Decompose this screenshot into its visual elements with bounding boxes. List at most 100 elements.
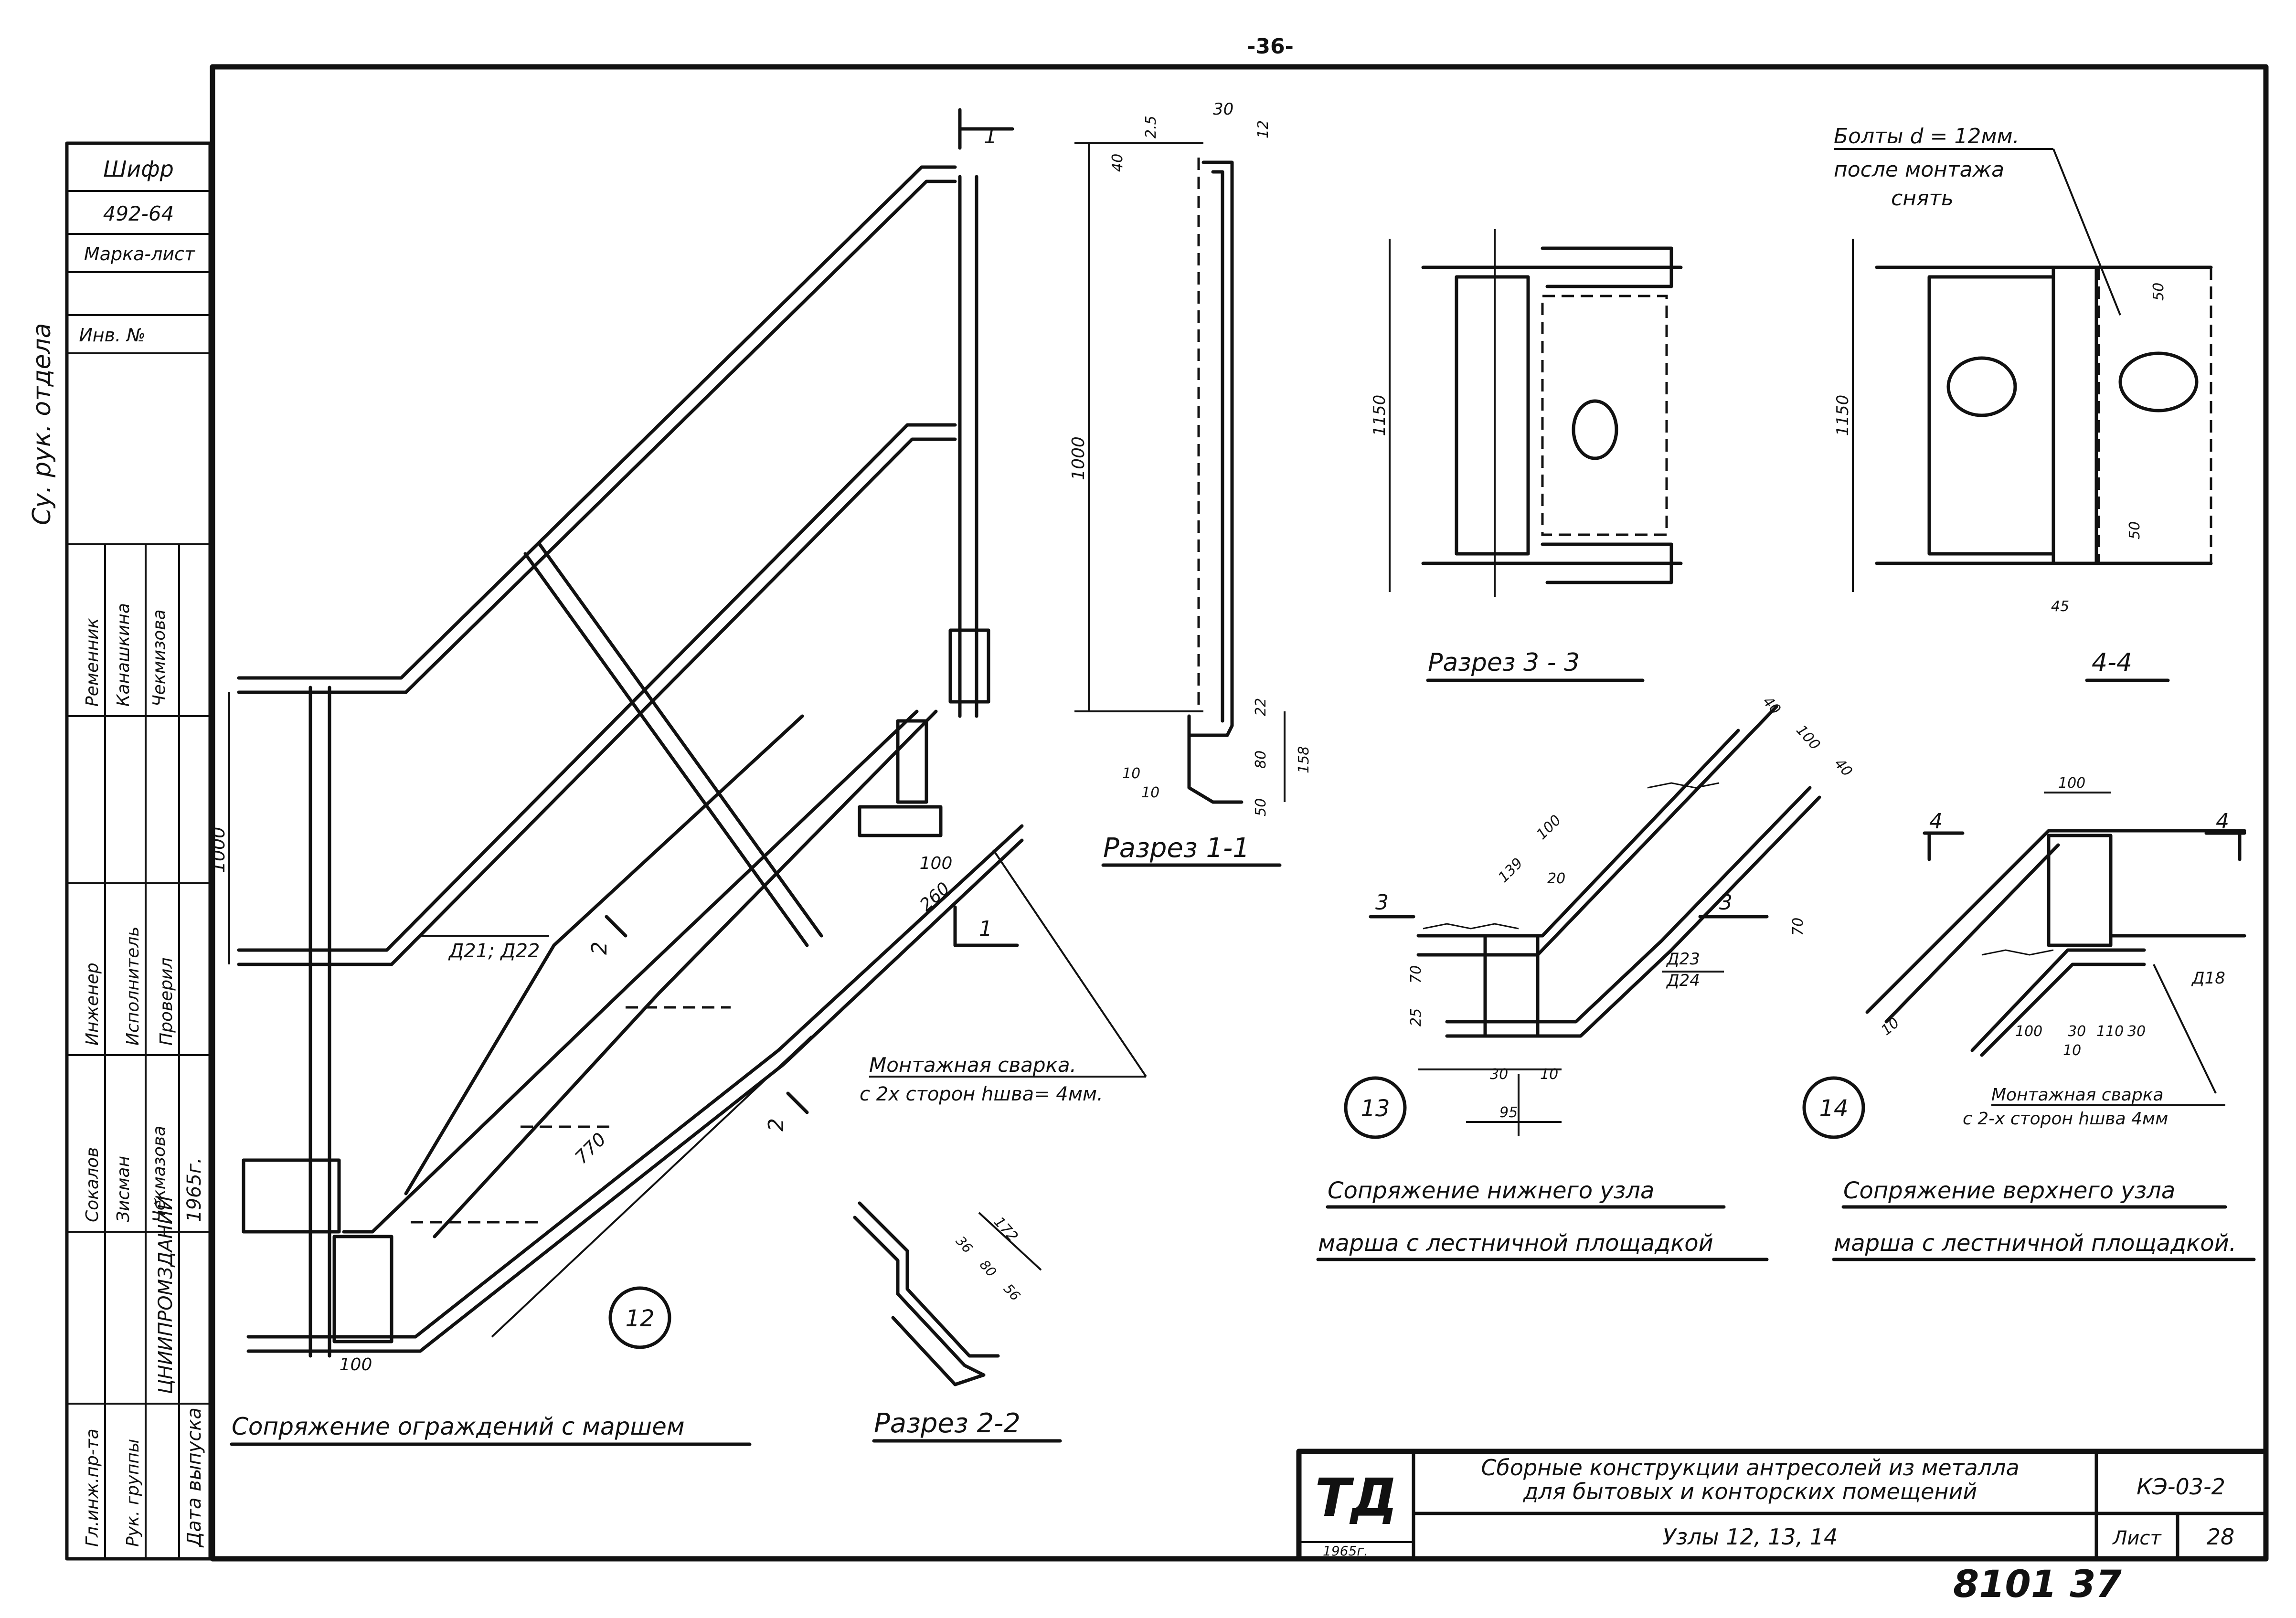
n13-dim-70b: 70 [1408, 965, 1424, 983]
n14-dim-110: 110 [2096, 1023, 2124, 1040]
n14-dim-100b: 100 [2015, 1023, 2042, 1040]
cipher-value: 492-64 [103, 202, 174, 225]
n13-section-mark-3-left: 3 [1375, 890, 1389, 915]
node12-ref-d21-d22: Д21; Д22 [448, 940, 540, 962]
tb-sheet-label: Лист [2112, 1527, 2162, 1549]
n13-dim-40a: 40 [1759, 693, 1784, 718]
section22-drawing: 172 36 80 56 Разрез 2-2 [853, 1201, 1062, 1443]
n14-weld-line2: с 2-х сторон hшва 4мм [1963, 1109, 2168, 1129]
s11-dim-10a: 10 [1122, 765, 1140, 782]
s22-dim-56: 56 [1000, 1281, 1023, 1304]
s11-dim-40: 40 [1109, 154, 1126, 172]
s44-dim-45: 45 [2051, 598, 2069, 615]
node12-section-mark-2-upper: 2 [587, 941, 612, 955]
archive-number: 8101 37 [1953, 1563, 2122, 1606]
weld-note: Монтажная сварка. с 2х сторон hшва= 4мм. [860, 849, 1147, 1105]
section33-caption: Разрез 3 - 3 [1428, 648, 1580, 677]
s11-dim-50: 50 [1253, 798, 1269, 816]
issue-label: Дата выпуска [183, 1407, 205, 1548]
node12-drawing: 1000 100 260 770 100 Д21; Д22 1 1 2 2 12… [208, 108, 1024, 1446]
cipher-label: Шифр [103, 156, 174, 182]
node12-number: 12 [625, 1305, 654, 1332]
s44-note-line3: снять [1891, 186, 1954, 211]
s11-dim-12: 12 [1255, 120, 1272, 138]
name-5: Зисман [114, 1156, 133, 1222]
n13-dim-25: 25 [1408, 1008, 1424, 1026]
node12-dim-100-top: 100 [920, 854, 953, 873]
tb-title-line1: Сборные конструкции антресолей из металл… [1481, 1455, 2019, 1481]
node12-section-mark-2-lower: 2 [764, 1118, 788, 1132]
s44-note-line2: после монтажа [1834, 158, 2004, 182]
node14-number-circle [1802, 1076, 1865, 1139]
mark-sheet-label: Марка-лист [84, 243, 196, 264]
name-4: Сокалов [83, 1147, 102, 1222]
s11-dim-10b: 10 [1141, 784, 1159, 801]
s44-dim-50-top: 50 [2150, 283, 2167, 301]
tb-logo-year: 1965г. [1323, 1543, 1368, 1559]
role-executor: Исполнитель [123, 926, 143, 1046]
n13-dim-100b: 100 [1533, 812, 1564, 843]
name-6: Чекмазова [149, 1126, 169, 1222]
node13-caption-line2: марша с лестничной площадкой [1318, 1230, 1713, 1257]
inv-label: Инв. № [79, 325, 145, 346]
n14-section-mark-4-right: 4 [2216, 809, 2229, 834]
s11-dim-2.5: 2.5 [1143, 116, 1159, 138]
section11-drawing: 30 2.5 40 12 1000 22 80 50 158 10 10 Раз… [1069, 100, 1312, 867]
n13-section-mark-3-right: 3 [1719, 890, 1733, 915]
role-group-head: Рук. группы [123, 1439, 143, 1547]
section44-caption: 4-4 [2092, 648, 2132, 677]
role-engineer: Инженер [83, 962, 102, 1046]
name-3: Чекмизова [149, 609, 169, 707]
n13-dim-10: 10 [1540, 1066, 1558, 1083]
node13-number-circle [1344, 1076, 1407, 1139]
node12-dim-1000: 1000 [208, 827, 229, 873]
n13-dim-70a: 70 [1790, 918, 1807, 936]
page-number: -36- [1247, 34, 1294, 59]
s22-dim-80: 80 [977, 1257, 999, 1280]
side-stamp: Шифр 492-64 Марка-лист Инв. № Су. рук. о… [28, 141, 212, 1561]
org-name: ЦНИИПРОМЗДАНИЙ [154, 1196, 177, 1394]
name-1: Ременник [83, 618, 102, 707]
s44-dim-50-bottom: 50 [2126, 521, 2143, 539]
tb-code: КЭ-03-2 [2137, 1474, 2225, 1500]
tb-title-line2: для бытовых и конторских помещений [1523, 1479, 1977, 1504]
svg-text:с 2х сторон hшва= 4мм.: с 2х сторон hшва= 4мм. [860, 1083, 1103, 1105]
role-chief-engineer: Гл.инж.пр-та [83, 1428, 102, 1547]
n14-dim-10a: 10 [2063, 1042, 2081, 1059]
n14-dim-30b: 30 [2127, 1023, 2146, 1040]
title-block: ТД 1965г. Сборные конструкции антресолей… [1296, 1449, 2269, 1562]
n13-dim-40b: 40 [1831, 755, 1856, 780]
s44-dim-1150: 1150 [1833, 395, 1852, 436]
s33-dim-1150: 1150 [1370, 395, 1389, 436]
node14-number: 14 [1819, 1095, 1848, 1122]
node14-drawing: 100 100 30 110 30 10 10 Д18 4 4 Монтажна… [1802, 775, 2256, 1261]
tb-logo: ТД [1315, 1467, 1397, 1528]
node12-dim-100-bottom: 100 [340, 1355, 372, 1375]
section11-caption: Разрез 1-1 [1103, 833, 1250, 864]
n13-dim-95: 95 [1499, 1104, 1518, 1121]
tb-subtitle: Узлы 12, 13, 14 [1663, 1524, 1838, 1550]
node13-drawing: 40 100 40 139 100 20 70 25 70 30 10 95 Д… [1316, 693, 1856, 1261]
s11-dim-158: 158 [1296, 746, 1312, 773]
n13-dim-100a: 100 [1793, 722, 1823, 753]
node12-number-circle [608, 1286, 671, 1349]
n14-dim-30a: 30 [2068, 1023, 2086, 1040]
s11-dim-30: 30 [1213, 100, 1233, 119]
role-checker: Проверил [157, 957, 176, 1046]
node13-number: 13 [1361, 1095, 1390, 1122]
s11-dim-1000: 1000 [1069, 436, 1088, 480]
n14-section-mark-4-left: 4 [1929, 809, 1943, 834]
n13-dim-20: 20 [1547, 870, 1565, 887]
n13-ref-d23: Д23 [1666, 950, 1700, 969]
n14-dim-10b: 10 [1878, 1015, 1903, 1039]
svg-text:Монтажная сварка.: Монтажная сварка. [869, 1053, 1076, 1077]
n13-dim-139: 139 [1495, 855, 1526, 886]
section22-caption: Разрез 2-2 [874, 1408, 1020, 1439]
section33-drawing: 1150 Разрез 3 - 3 [1370, 229, 1683, 682]
node12-section-mark-1-bottom: 1 [979, 917, 992, 941]
n13-dim-30: 30 [1490, 1066, 1508, 1083]
node14-caption-line2: марша с лестничной площадкой. [1834, 1230, 2236, 1257]
section44-drawing: 1150 50 50 45 Болты d = 12мм. после монт… [1833, 124, 2213, 682]
node13-caption-line1: Сопряжение нижнего узла [1328, 1177, 1654, 1204]
